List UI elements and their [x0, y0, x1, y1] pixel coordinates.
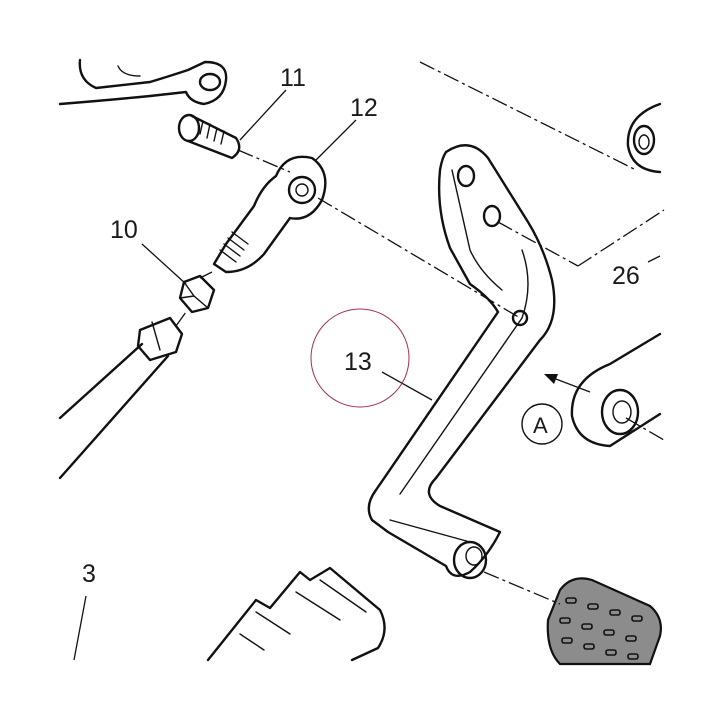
leader-lines	[141, 89, 661, 401]
part-11-bolt	[177, 113, 291, 173]
callout-13: 13	[344, 348, 372, 376]
lower-assembly	[73, 566, 386, 662]
callout-26: 26	[612, 262, 640, 290]
alignment-lines	[317, 61, 665, 605]
callout-view-a: A	[533, 413, 548, 438]
part-10-nut	[178, 271, 216, 314]
foot-pad-shape	[546, 577, 662, 666]
view-a-pivot	[570, 332, 662, 448]
callout-3: 3	[82, 560, 96, 588]
frame-bracket	[58, 58, 228, 106]
view-a-arrow	[544, 374, 591, 393]
callout-10: 10	[110, 216, 138, 244]
callout-12: 12	[350, 94, 378, 122]
control-rod	[58, 311, 187, 480]
part-12-rod-end	[212, 155, 327, 274]
pivot-boss-upper	[626, 102, 662, 174]
callout-11: 11	[280, 64, 306, 92]
foot-pad-ribs	[559, 597, 643, 660]
part-13-brake-pedal	[367, 144, 556, 580]
rubber-foot-pad	[546, 577, 662, 666]
view-a-circle	[521, 403, 563, 445]
arrow-head-icon	[544, 374, 558, 384]
highlight-circle	[310, 308, 410, 408]
